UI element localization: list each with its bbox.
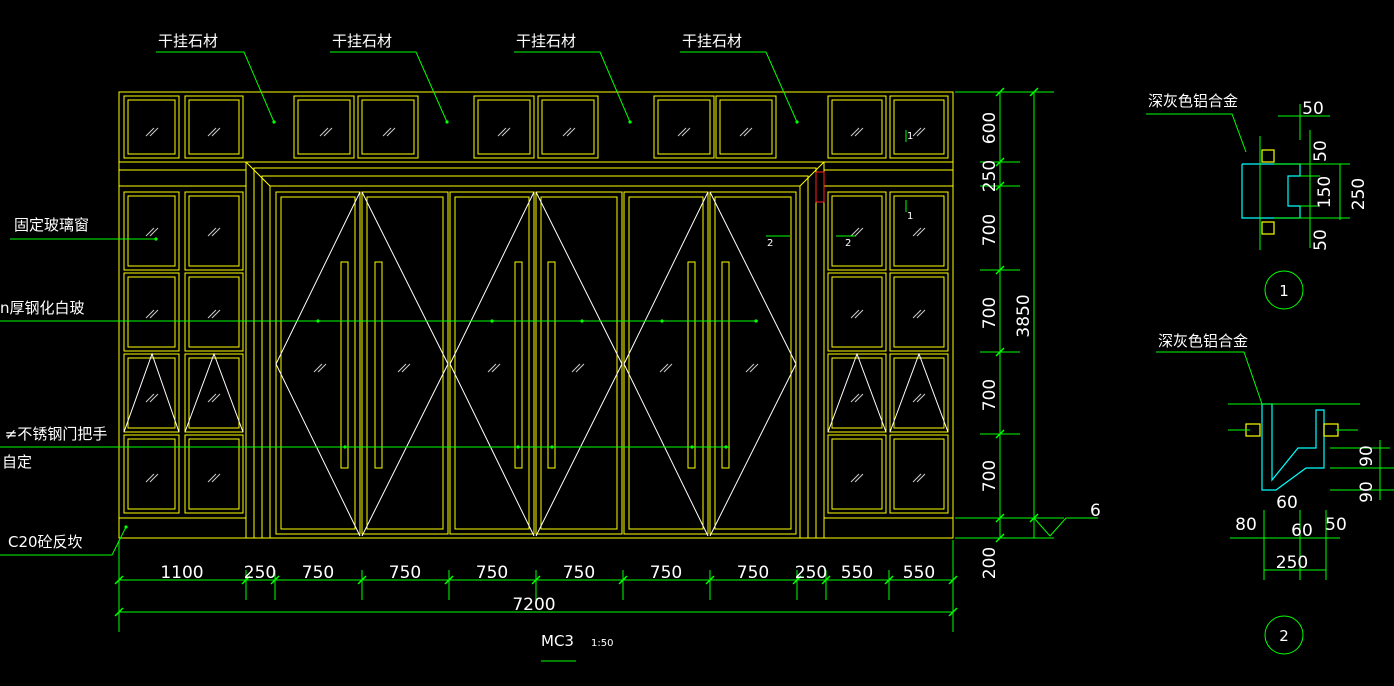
bottom-dimension-ticks <box>114 575 958 617</box>
aluminium-label-2: 深灰色铝合金 <box>1158 332 1248 350</box>
drawing-title: MC3 <box>541 632 574 650</box>
dim-right-3: 700 <box>980 214 1000 246</box>
section-callout-2: 2 <box>1279 627 1289 645</box>
handle-label-2: 自定 <box>2 453 32 471</box>
dim-bottom-10: 550 <box>841 563 873 583</box>
tag-2a: 2 <box>767 238 773 249</box>
leaders <box>0 51 907 556</box>
side-openings <box>123 352 949 433</box>
facade-outline <box>118 91 954 539</box>
dim-bottom-1: 1100 <box>160 563 203 583</box>
tag-1: 1 <box>907 131 913 142</box>
s2-dim-60: 60 <box>1291 521 1313 541</box>
s2-dim-90-a: 90 <box>1357 445 1377 467</box>
tempered-glass-label: n厚钢化白玻 <box>0 299 85 317</box>
dim-bottom-6: 750 <box>563 563 595 583</box>
dim-bottom-5: 750 <box>476 563 508 583</box>
dim-bottom-2: 250 <box>244 563 276 583</box>
s1-dim-50-a: 50 <box>1311 140 1331 162</box>
aluminium-label-1: 深灰色铝合金 <box>1148 92 1238 110</box>
red-marker <box>815 171 825 203</box>
dim-bottom-7: 750 <box>650 563 682 583</box>
s2-dim-80: 80 <box>1235 515 1257 535</box>
dim-total: 7200 <box>512 595 555 615</box>
right-dimension-text: 600 250 700 700 700 700 3850 200 <box>980 112 1034 579</box>
section-1-detail <box>1241 149 1301 235</box>
bottom-dimension-text: 1100 250 750 750 750 750 750 750 250 550… <box>160 563 935 615</box>
s2-dim-90-b: 90 <box>1357 481 1377 503</box>
section-2-detail <box>1245 403 1339 491</box>
dim-bottom-4: 750 <box>389 563 421 583</box>
section-1-lines <box>1146 104 1350 310</box>
s1-dim-150: 150 <box>1315 176 1335 208</box>
section-2-dims: 90 90 60 80 60 50 250 <box>1235 445 1377 573</box>
door-swing-lines <box>275 191 797 537</box>
s2-dim-250: 250 <box>1276 553 1308 573</box>
s1-dim-50-b: 50 <box>1311 229 1331 251</box>
s2-dim-50: 50 <box>1325 515 1347 535</box>
dim-right-2: 250 <box>980 160 1000 192</box>
door-leaves <box>275 191 797 535</box>
section-2-lines <box>1156 351 1394 655</box>
s1-dim-50-top: 50 <box>1302 99 1324 119</box>
stone-label-4: 干挂石材 <box>682 32 742 50</box>
glass-hatch <box>145 127 926 483</box>
tag-2b: 2 <box>845 238 851 249</box>
drawing-scale: 1:50 <box>591 638 613 649</box>
dim-right-total: 3850 <box>1014 294 1034 337</box>
section-callout-1: 1 <box>1279 282 1289 300</box>
dim-bottom-3: 750 <box>302 563 334 583</box>
stone-label-3: 干挂石材 <box>516 32 576 50</box>
stone-labels: 干挂石材 干挂石材 干挂石材 干挂石材 <box>158 32 742 50</box>
s2-dim-60-top: 60 <box>1276 493 1298 513</box>
handle-label: ≠不锈钢门把手 <box>0 425 107 443</box>
stone-label-2: 干挂石材 <box>332 32 392 50</box>
tag-1b: 1 <box>907 211 913 222</box>
dim-right-6: 700 <box>980 460 1000 492</box>
dim-bottom-9: 250 <box>795 563 827 583</box>
s1-dim-250: 250 <box>1349 178 1369 210</box>
section-1-dims: 50 50 150 250 50 <box>1302 99 1369 251</box>
fixed-glass-label: 固定玻璃窗 <box>14 216 89 234</box>
dim-bottom-11: 550 <box>903 563 935 583</box>
right-dimension-ticks <box>995 87 1039 543</box>
dim-right-4: 700 <box>980 297 1000 329</box>
top-row-panels <box>123 95 949 159</box>
level-mark: 6 <box>1090 501 1101 521</box>
dim-bottom-8: 750 <box>737 563 769 583</box>
stone-label-1: 干挂石材 <box>158 32 218 50</box>
leader-dots <box>124 120 799 529</box>
dim-right-1: 600 <box>980 112 1000 144</box>
dim-right-5: 700 <box>980 379 1000 411</box>
dim-curb-height: 200 <box>980 547 1000 579</box>
curb-label: C20砼反坎 <box>8 533 83 551</box>
